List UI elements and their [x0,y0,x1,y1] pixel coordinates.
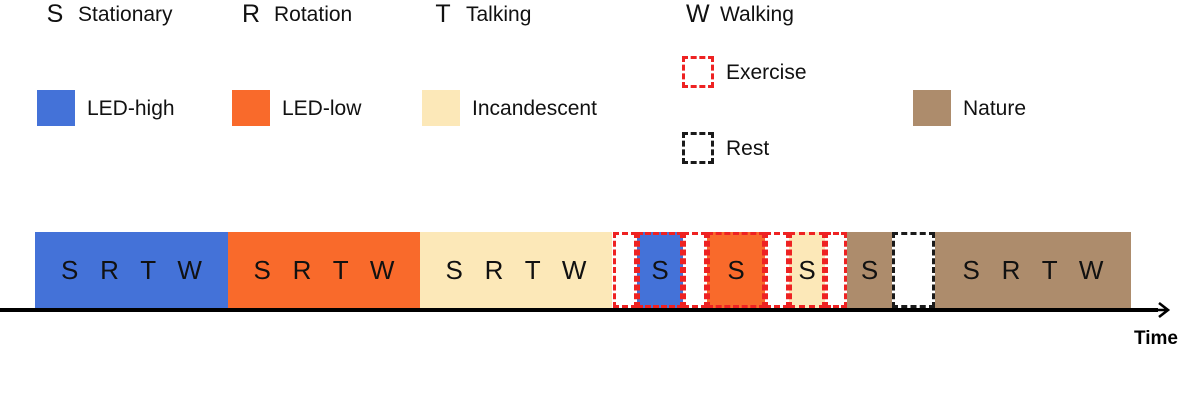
timeline-segment-exercise-gap-1 [613,232,637,308]
time-axis-line [0,308,1158,312]
legend-activity-label: Walking [720,3,794,26]
legend-activity-talking: T Talking [432,2,531,27]
legend-color-swatch [37,90,75,126]
timeline-segment-exercise-led-high: S [637,232,683,308]
legend-lighting-label: Nature [963,96,1027,120]
legend-state-rest: Rest [682,132,769,164]
timeline-segment-letters: S [727,255,752,285]
legend-activity-key: T [435,0,451,28]
legend-activity-rotation: R Rotation [240,2,352,27]
timeline-segment-incandescent-full: S R T W [420,232,612,308]
timeline-segment-nature-full: S R T W [935,232,1131,308]
legend-activity-label: Rotation [274,3,353,26]
legend-activity-stationary: S Stationary [44,2,173,27]
legend-lighting-label: LED-low [282,96,362,120]
legend-dashed-swatch [682,132,714,164]
timeline-segment-letters: S R T W [962,255,1111,285]
legend-activity-key: S [46,0,64,28]
timeline-segment-nature-short: S [847,232,892,308]
timeline-segment-led-low-full: S R T W [228,232,420,308]
legend-color-swatch [232,90,270,126]
time-axis-arrow-icon [1150,301,1171,319]
legend-state-label: Exercise [726,60,807,84]
legend-color-swatch [913,90,951,126]
legend-color-swatch [422,90,460,126]
legend-activity-key: W [686,0,710,28]
timeline-segment-exercise-led-low: S [707,232,765,308]
timeline-segment-led-high-full: S R T W [35,232,228,308]
timeline-segment-letters: S R T W [253,255,402,285]
legend-lighting-label: LED-high [87,96,175,120]
time-axis-label: Time [1134,328,1179,349]
timeline-segment-letters: S [798,255,823,285]
legend-lighting-label: Incandescent [472,96,597,120]
timeline-segment-exercise-gap-2 [683,232,707,308]
legend-lighting-led-high: LED-high [37,90,175,126]
legend-lighting-incandescent: Incandescent [422,90,597,126]
legend-activity-label: Stationary [78,3,173,26]
legend-state-label: Rest [726,136,770,160]
legend-dashed-swatch [682,56,714,88]
timeline-segment-letters: S R T W [445,255,594,285]
legend-state-exercise: Exercise [682,56,807,88]
timeline-segment-letters: S R T W [61,255,210,285]
legend-activity-key: R [241,0,261,28]
timeline-segment-letters: S [651,255,676,285]
legend-activity-label: Talking [466,3,532,26]
timeline-segment-letters: S [860,255,886,285]
timeline-segment-exercise-gap-4 [825,232,847,308]
legend-lighting-led-low: LED-low [232,90,361,126]
legend-activity-walking: W Walking [686,2,794,27]
legend-lighting-nature: Nature [913,90,1026,126]
timeline-segment-exercise-incand: S [789,232,825,308]
timeline-segment-exercise-gap-3 [765,232,789,308]
timeline-segment-rest-gap [892,232,935,308]
